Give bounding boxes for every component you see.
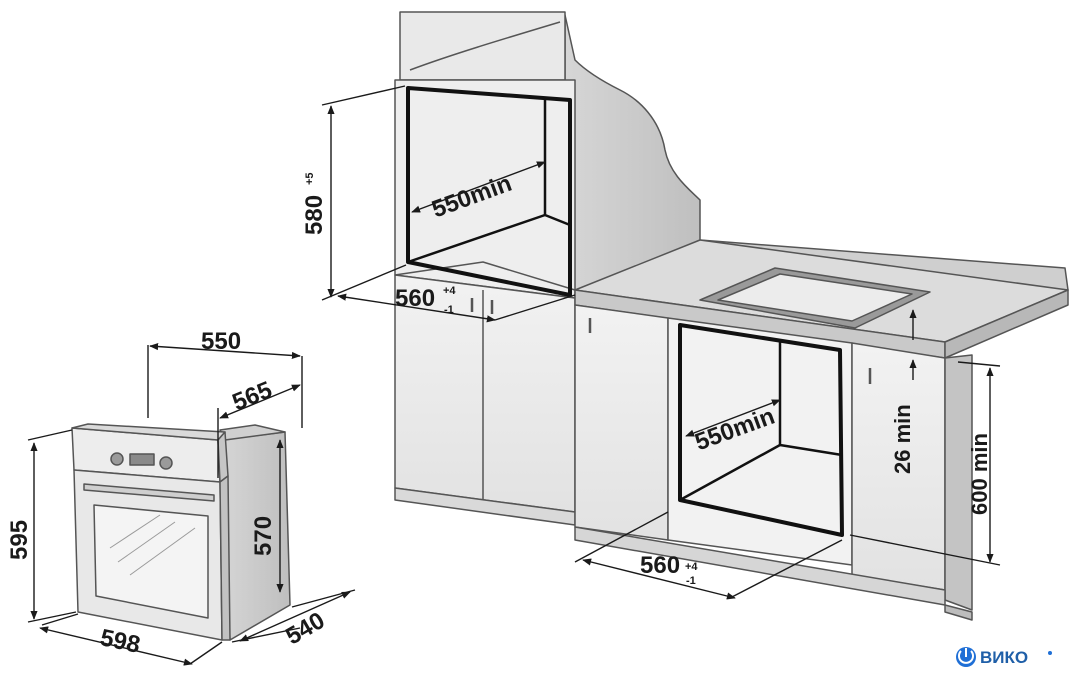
column-width-tol-minus: -1 <box>444 304 454 316</box>
oven-depth-label: 540 <box>281 607 329 650</box>
brand-logo: ВИКО <box>956 647 1052 667</box>
oven <box>71 423 291 641</box>
oven-handle <box>83 483 215 502</box>
oven-body-height-label: 570 <box>250 516 277 556</box>
oven-window <box>93 504 209 619</box>
brand-name: ВИКО <box>980 648 1028 667</box>
column-width-label: 560 <box>395 285 435 312</box>
column-height-tol: +5 <box>304 172 316 185</box>
oven-height-label: 595 <box>6 520 33 560</box>
counter-height-label: 600 min <box>967 433 992 515</box>
dimension-lines <box>27 85 1001 666</box>
left-base-cabinet <box>574 304 669 541</box>
counter-gap-label: 26 min <box>890 404 915 474</box>
counter-width-tol-minus: -1 <box>686 575 696 587</box>
counter-width-label: 560 <box>640 552 680 579</box>
counter-width-tol-plus: +4 <box>685 561 698 573</box>
under-counter-niche <box>678 323 844 537</box>
oven-knob-left <box>110 452 124 466</box>
counter-run <box>574 239 1069 621</box>
oven-display <box>129 453 155 466</box>
column-height-label: 580 <box>301 195 328 235</box>
oven-body-depth-label: 565 <box>229 376 276 416</box>
column-side-panel <box>564 14 701 301</box>
oven-width-label: 598 <box>98 624 143 659</box>
column-niche <box>406 86 572 297</box>
oven-body-width-label: 550 <box>201 328 241 355</box>
oven-knob-right <box>159 456 173 470</box>
column-width-tol-plus: +4 <box>443 285 456 297</box>
